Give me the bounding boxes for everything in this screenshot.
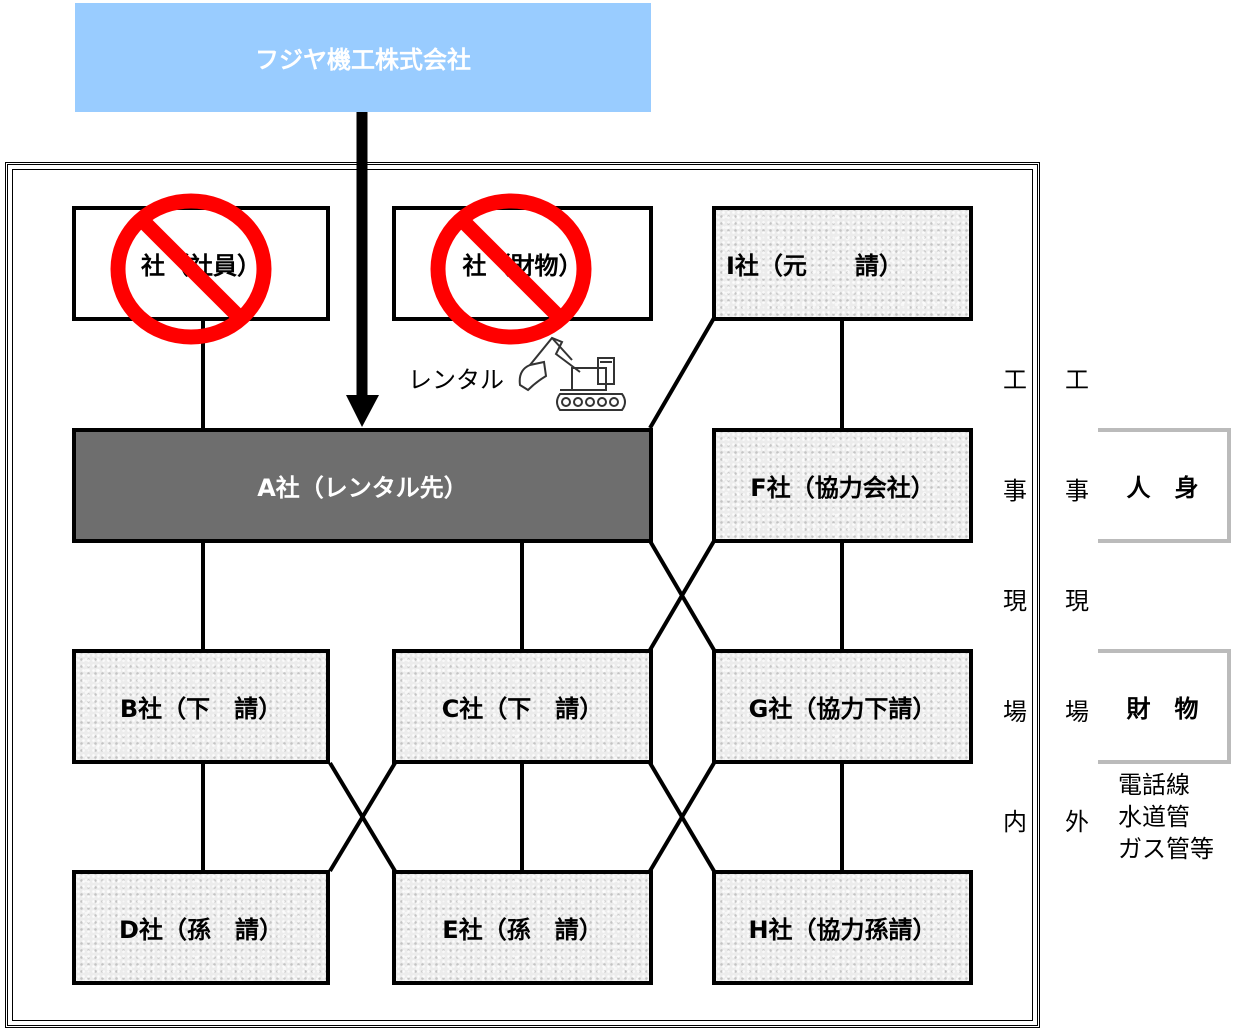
site-outside-char: 場 [1065,698,1089,726]
box-f-company: F社（協力会社） [712,428,973,543]
site-inside-char: 工 [1003,366,1027,394]
prohibition-icon [430,193,592,345]
property-label: 財 物 [1126,695,1199,723]
box-h-company: H社（協力孫請） [712,870,973,985]
company-name: フジヤ機工株式会社 [255,46,471,74]
person-box: 人 身 [1098,428,1231,543]
rental-label: レンタル [408,366,504,394]
person-label: 人 身 [1126,474,1199,502]
site-inside-char: 内 [1003,808,1027,836]
box-e-label: E社（孫 請） [442,916,603,944]
box-rental-company: A社（レンタル先） [72,428,653,543]
site-outside-char: 事 [1065,477,1089,505]
box-rental-label: A社（レンタル先） [257,474,468,502]
box-prime-label: I社（元 請） [726,252,903,280]
box-g-company: G社（協力下請） [712,649,973,764]
line-g-to-e [648,761,716,873]
site-inside-char: 現 [1003,587,1027,615]
site-inside-char: 場 [1003,698,1027,726]
site-outside-char: 現 [1065,587,1089,615]
line-i-to-a [648,316,716,430]
company-banner: フジヤ機工株式会社 [75,3,651,112]
line-f-to-c [648,539,716,652]
box-g-label: G社（協力下請） [748,695,937,723]
box-e-company: E社（孫 請） [392,870,653,985]
box-f-label: F社（協力会社） [750,474,935,502]
main-frame-inner [12,169,1033,1021]
line-c-to-d [328,761,397,873]
site-outside-char: 工 [1065,366,1089,394]
main-arrow-head [346,395,379,427]
box-c-company: C社（下 請） [392,649,653,764]
box-c-label: C社（下 請） [441,695,604,723]
site-outside-char: 外 [1065,808,1089,836]
box-b-label: B社（下 請） [119,695,283,723]
main-frame [5,162,1040,1028]
box-d-company: D社（孫 請） [72,870,330,985]
utility-item: ガス管等 [1118,835,1214,863]
utility-item: 水道管 [1118,803,1190,831]
box-d-label: D社（孫 請） [119,916,283,944]
property-box: 財 物 [1098,649,1231,764]
excavator-icon [518,336,626,411]
box-prime-contractor: I社（元 請） [712,206,973,321]
box-h-label: H社（協力孫請） [748,916,937,944]
site-inside-char: 事 [1003,477,1027,505]
box-b-company: B社（下 請） [72,649,330,764]
utility-item: 電話線 [1118,771,1190,799]
prohibition-icon [110,193,272,345]
